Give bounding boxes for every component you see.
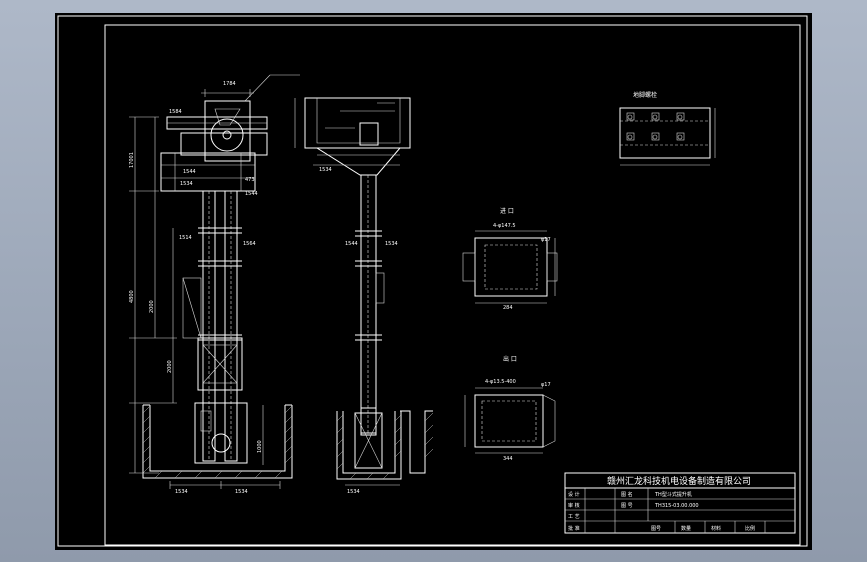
base-label-0: 1534: [175, 489, 188, 495]
inlet-detail: [462, 230, 558, 304]
base-label-2: 1534: [347, 489, 360, 495]
base-label-1: 1534: [235, 489, 248, 495]
outlet-dim-2: 344: [503, 456, 513, 462]
plate-title: 地脚螺栓: [633, 91, 657, 99]
tb-bottom-0: 图号: [651, 526, 661, 532]
cad-drawing-viewport[interactable]: 1784 1584 1534 1544 1514 473 1544 1564 1…: [55, 13, 812, 550]
front-label-2: 1534: [180, 181, 193, 187]
drawing-no: TH315-03.00.000: [654, 503, 699, 509]
vdim-0: 17001: [129, 152, 135, 168]
side-label-2: 1534: [385, 241, 398, 247]
drawing-no-label: 图 号: [621, 503, 633, 509]
tb-row-1: 审 核: [568, 502, 580, 509]
side-label-0: 1534: [319, 167, 332, 173]
drawing-name-label: 图 名: [621, 491, 633, 498]
front-label-6: 1544: [245, 191, 258, 197]
inlet-dim-1: 284: [503, 305, 513, 311]
outlet-dim-1: φ17: [541, 382, 551, 388]
inlet-title: 进 口: [500, 207, 514, 215]
tb-row-0: 设 计: [568, 491, 580, 498]
tb-row-2: 工 艺: [568, 514, 580, 520]
drawing-name: TH型斗式提升机: [654, 491, 692, 498]
vdim-3: 2000: [167, 360, 173, 373]
outlet-dim-0: 4-φ13.5-400: [485, 379, 516, 385]
side-label-1: 1544: [345, 241, 358, 247]
title-block: [564, 472, 796, 534]
vdim-1: 2000: [149, 300, 155, 313]
foundation-plate-detail: [619, 107, 716, 166]
front-label-4: 1514: [179, 235, 192, 241]
front-label-7: 1564: [243, 241, 256, 247]
front-label-0: 1784: [223, 81, 236, 87]
drawing-canvas: 1784 1584 1534 1544 1514 473 1544 1564 1…: [57, 15, 808, 547]
company-name: 赣州汇龙科技机电设备制造有限公司: [607, 475, 751, 487]
tb-bottom-1: 数量: [681, 525, 691, 532]
side-elevation: [294, 97, 434, 486]
outlet-title: 出 口: [503, 355, 517, 363]
front-label-1: 1584: [169, 109, 182, 115]
vdim-2: 4800: [129, 290, 135, 303]
inlet-dim-0: 4-φ147.5: [493, 223, 516, 229]
outlet-detail: [464, 387, 556, 454]
outer-border: [57, 15, 808, 547]
drawing-frame: [104, 24, 801, 546]
inlet-dim-2: φ17: [541, 237, 551, 243]
vdim-4: 1000: [257, 440, 263, 453]
front-label-3: 1544: [183, 169, 196, 175]
front-label-5: 473: [245, 177, 255, 183]
tb-row-3: 批 准: [568, 525, 580, 532]
front-elevation: [129, 74, 300, 489]
tb-bottom-2: 材料: [711, 525, 721, 532]
tb-bottom-3: 比例: [745, 525, 755, 532]
